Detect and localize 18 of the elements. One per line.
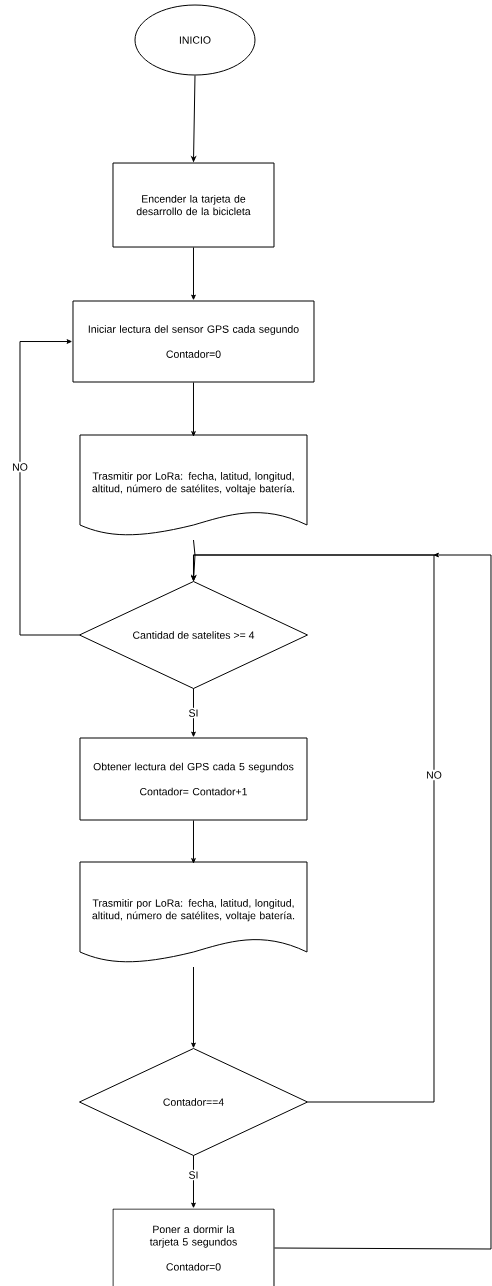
process-box: Iniciar lectura del sensor GPS cada segundo Contador=0 [72,300,315,383]
edge-label: NO [10,461,30,473]
arrow [191,966,196,1048]
arrow [191,382,196,437]
arrow [191,1155,196,1208]
process-box: Obtener lectura del GPS cada 5 segundos Contador= Contador+1 [79,737,308,821]
process-box: Poner a dormir la tarjeta 5 segundos Contador=0 [112,1208,275,1286]
arrow [191,688,196,737]
arrow [19,339,80,636]
process-box: Encender la tarjeta de desarrollo de la bicicleta [112,162,275,248]
oval: INICIO [134,4,256,76]
arrow [191,552,492,1250]
arrow [191,820,196,864]
edge-label: SI [187,1169,200,1181]
arrow [191,247,196,300]
edge-label: SI [187,707,200,719]
edge-label: NO [424,769,444,781]
arrow [191,75,196,162]
